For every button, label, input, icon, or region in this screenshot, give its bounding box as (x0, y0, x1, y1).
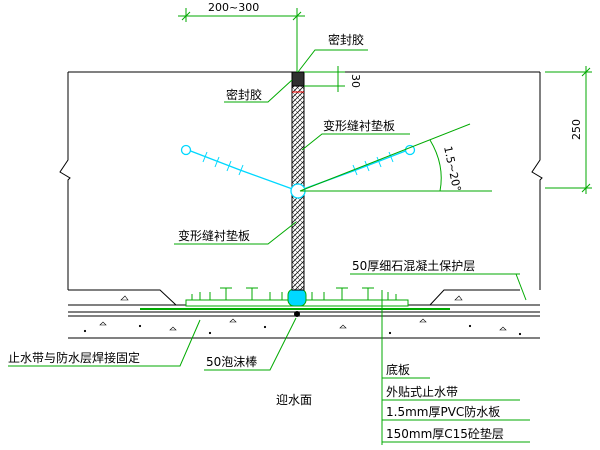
dim-top-width-label: 200~300 (208, 1, 259, 14)
base-layers (68, 289, 540, 339)
dim-slab-thickness-label: 250 (570, 119, 583, 140)
label-waterstop-weld: 止水带与防水层焊接固定 (8, 350, 140, 365)
dimension-top-width (178, 8, 305, 72)
dimension-seal-depth (304, 66, 345, 92)
dimension-angle (299, 123, 492, 192)
label-protective-layer: 50厚细石混凝土保护层 (352, 258, 475, 273)
aggregate-marks (83, 295, 522, 336)
leader-lines (8, 49, 530, 445)
label-water-face: 迎水面 (276, 393, 312, 407)
label-sealant-top: 密封胶 (328, 32, 364, 47)
label-filler-board-lower: 变形缝衬垫板 (178, 228, 250, 243)
dim-angle-label: 1.5~20° (441, 145, 463, 193)
label-filler-board-upper: 变形缝衬垫板 (323, 118, 395, 133)
label-cushion-layer: 150mm厚C15砼垫层 (386, 426, 504, 441)
label-sealant-left: 密封胶 (226, 87, 262, 102)
external-waterstop (140, 287, 450, 317)
label-pvc-board: 1.5mm厚PVC防水板 (386, 404, 500, 419)
joint-body (291, 71, 305, 291)
dimension-slab-thickness (545, 66, 592, 194)
label-foam-rod: 50泡沫棒 (206, 355, 257, 369)
label-base-slab: 底板 (386, 362, 410, 377)
dim-seal-depth-label: 30 (349, 74, 362, 88)
label-external-waterstop: 外贴式止水带 (386, 385, 458, 399)
